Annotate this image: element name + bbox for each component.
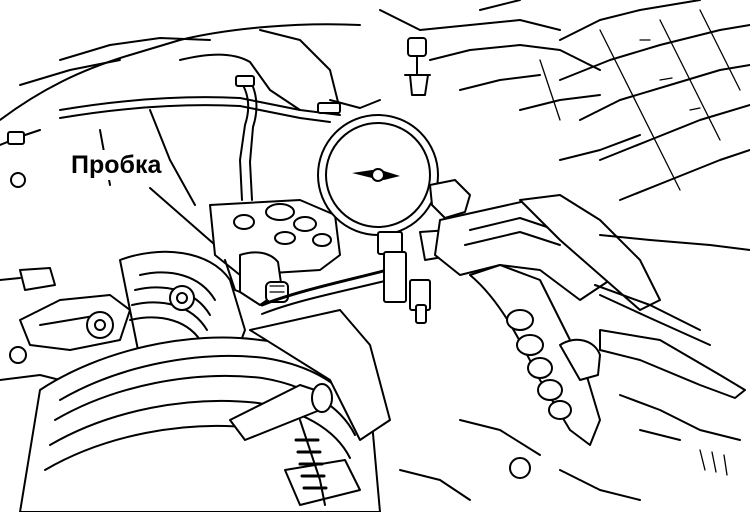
- gauge-hose: [260, 266, 397, 307]
- vacuum-pump-tool: [429, 179, 746, 446]
- pressure-gauge-icon: [317, 114, 456, 324]
- wiring-harness: [0, 75, 381, 206]
- air-duct: [19, 309, 641, 512]
- plug-callout-label: Пробка: [68, 150, 165, 180]
- engine-background: [0, 0, 750, 201]
- background-details-right: [399, 234, 750, 501]
- fuel-rail-assembly: [209, 199, 341, 306]
